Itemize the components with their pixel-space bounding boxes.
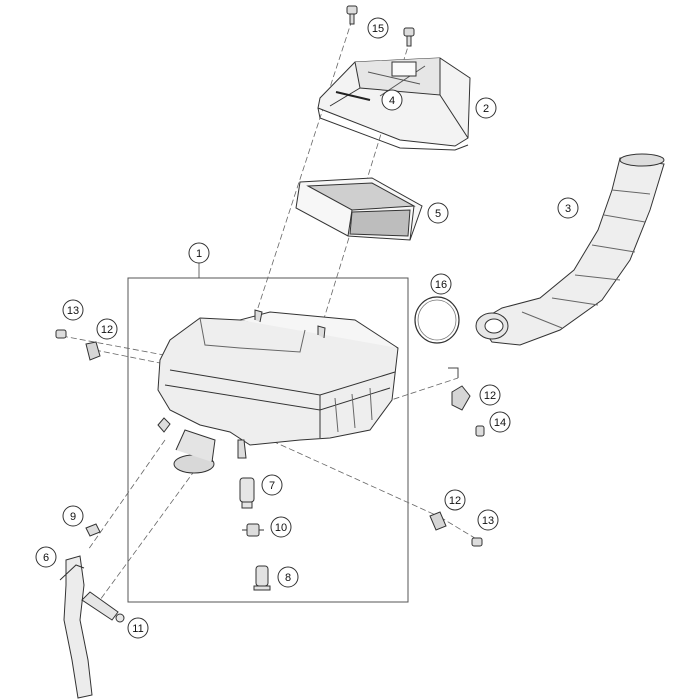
part-air-box (157, 309, 399, 474)
callout-16: 16 (430, 273, 452, 295)
callout-13a: 13 (62, 299, 84, 321)
callout-8: 8 (277, 566, 299, 588)
callout-15: 15 (367, 17, 389, 39)
callout-circle (62, 299, 84, 321)
callout-number: 5 (435, 208, 441, 220)
part-bolts (55, 329, 485, 547)
callout-number: 3 (565, 203, 571, 215)
callout-number: 11 (132, 623, 143, 635)
callout-number: 8 (285, 572, 291, 584)
callout-circle (35, 546, 57, 568)
hose-connector (448, 367, 459, 378)
part-valve-8 (253, 565, 271, 591)
part-air-filter (295, 177, 423, 241)
callout-number: 4 (389, 95, 395, 107)
callout-number: 12 (449, 495, 461, 507)
callout-circle (475, 97, 497, 119)
callout-2: 2 (475, 97, 497, 119)
part-clamp-9 (85, 523, 101, 537)
callout-circle (557, 197, 579, 219)
part-drain-plug (239, 477, 255, 509)
callout-number: 12 (484, 390, 496, 402)
callout-12c: 12 (444, 489, 466, 511)
callout-circle (261, 474, 283, 496)
callout-number: 10 (275, 522, 287, 534)
callout-1: 1 (188, 242, 210, 264)
callout-number: 12 (101, 324, 113, 336)
callout-number: 1 (196, 248, 202, 260)
callout-number: 14 (494, 417, 506, 429)
callout-6: 6 (35, 546, 57, 568)
callout-3: 3 (557, 197, 579, 219)
part-screw-15 (346, 5, 415, 47)
callout-number: 7 (269, 480, 275, 492)
callout-number: 13 (67, 305, 79, 317)
callout-10: 10 (270, 516, 292, 538)
callout-circle (367, 17, 389, 39)
callout-circle (188, 242, 210, 264)
part-clamp-10 (242, 523, 264, 537)
callout-circle (444, 489, 466, 511)
callout-number: 2 (483, 103, 489, 115)
callout-number: 6 (43, 552, 49, 564)
callout-13b: 13 (477, 509, 499, 531)
callout-number: 9 (70, 511, 76, 523)
callout-circle (96, 318, 118, 340)
callout-circle (62, 505, 84, 527)
callout-12b: 12 (479, 384, 501, 406)
callout-4: 4 (381, 89, 403, 111)
callout-circle (479, 384, 501, 406)
callout-14: 14 (489, 411, 511, 433)
callout-circle (277, 566, 299, 588)
callout-9: 9 (62, 505, 84, 527)
callout-number: 16 (435, 279, 447, 291)
callout-7: 7 (261, 474, 283, 496)
callout-circle (430, 273, 452, 295)
callout-circle (270, 516, 292, 538)
part-hose-6 (59, 555, 93, 699)
part-gasket-ring (414, 296, 460, 344)
callout-circle (427, 202, 449, 224)
part-grommets-12 (85, 341, 471, 531)
callout-number: 13 (482, 515, 494, 527)
callout-11: 11 (127, 617, 149, 639)
callout-circle (127, 617, 149, 639)
callout-number: 15 (372, 23, 384, 35)
callout-5: 5 (427, 202, 449, 224)
part-intake-boot (475, 153, 665, 346)
callout-circle (477, 509, 499, 531)
callout-circle (381, 89, 403, 111)
part-tube-11 (81, 591, 125, 623)
callout-circle (489, 411, 511, 433)
callout-12a: 12 (96, 318, 118, 340)
